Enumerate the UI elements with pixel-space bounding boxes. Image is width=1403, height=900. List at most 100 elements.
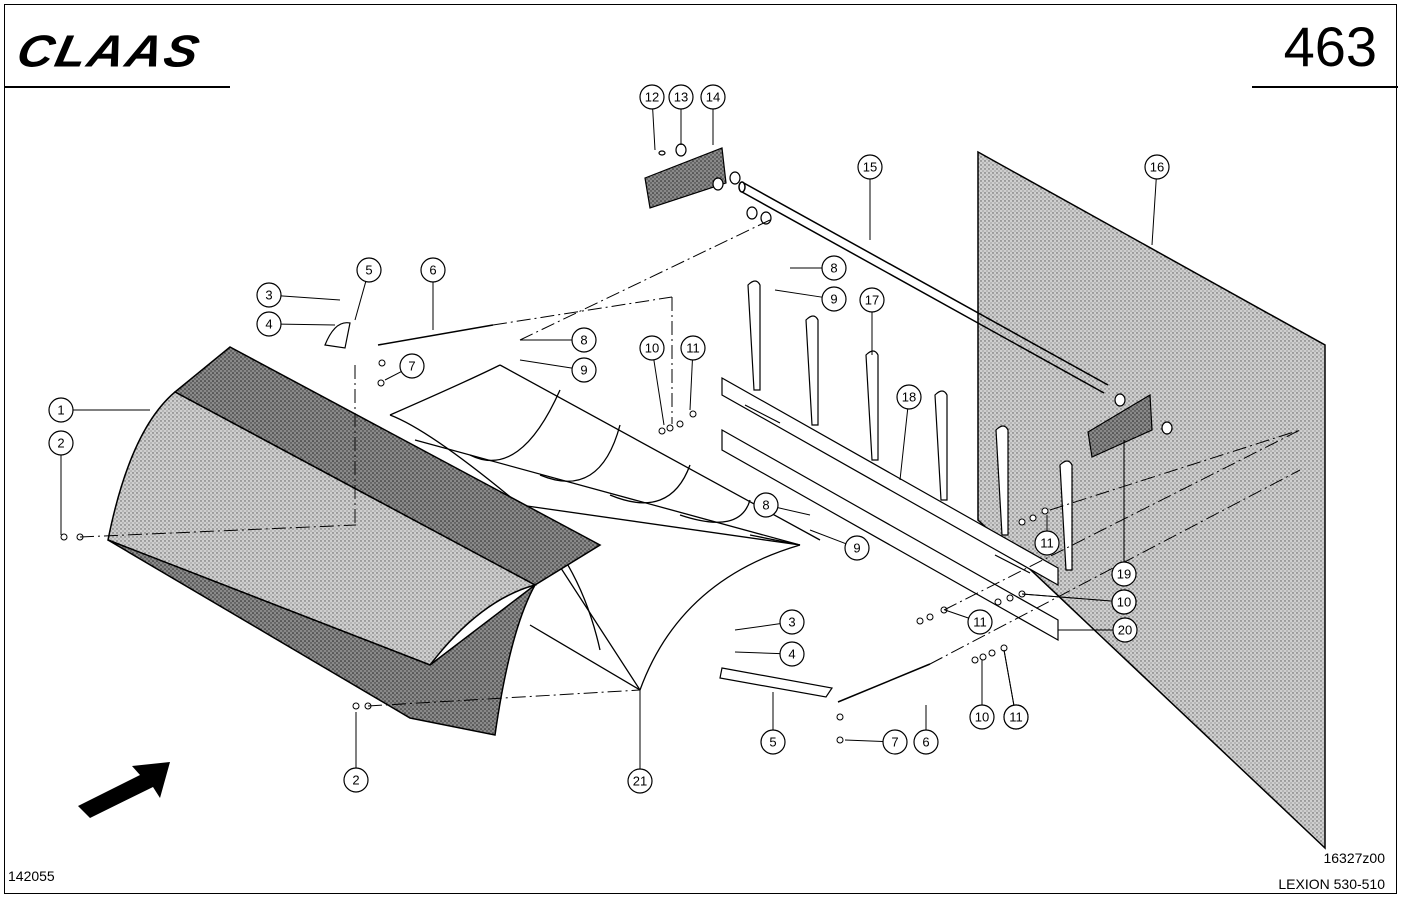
vertical-brackets-part	[747, 280, 1073, 571]
callout-circle	[256, 311, 282, 337]
front-cover-part	[107, 346, 602, 736]
callout-label: 4	[265, 317, 272, 332]
callout-circle	[639, 335, 665, 361]
callout-label: 16	[1150, 160, 1164, 175]
callout-label: 20	[1118, 623, 1132, 638]
callout-leader-line	[1151, 178, 1157, 246]
callout-leader-line	[519, 359, 573, 369]
callout-circle	[356, 257, 382, 283]
callout-circle	[571, 357, 597, 383]
callout-label: 14	[706, 90, 720, 105]
callout-label: 11	[1009, 710, 1023, 725]
callout-label: 10	[645, 341, 659, 356]
callout-circle	[1034, 530, 1060, 556]
callout-14: 14	[700, 84, 726, 145]
callout-label: 3	[265, 288, 272, 303]
callout-8: 8	[790, 255, 847, 281]
callout-label: 4	[788, 647, 795, 662]
callout-label: 1	[57, 403, 64, 418]
page-number-underline	[1252, 86, 1398, 88]
callout-leader-line	[689, 359, 693, 411]
callout-8: 8	[753, 492, 811, 518]
callout-7: 7	[384, 353, 425, 381]
callout-circle	[779, 609, 805, 635]
tie-rods	[377, 324, 931, 703]
rod-part	[738, 181, 1109, 394]
bracket-5-lower	[324, 322, 834, 698]
callout-6: 6	[913, 705, 939, 755]
callout-leader-line	[1003, 649, 1015, 706]
callout-label: 6	[922, 735, 929, 750]
callout-label: 2	[352, 773, 359, 788]
callout-11: 11	[1003, 649, 1029, 730]
callout-leader-line	[280, 323, 336, 326]
callout-16: 16	[1144, 154, 1170, 246]
callout-3: 3	[256, 282, 341, 308]
rear-panel-part	[977, 150, 1326, 850]
callout-label: 7	[891, 735, 898, 750]
callout-circle	[844, 535, 870, 561]
callout-circle	[779, 641, 805, 667]
callout-label: 21	[633, 774, 647, 789]
callout-label: 9	[580, 363, 587, 378]
callout-circle	[48, 430, 74, 456]
callout-circle	[1003, 704, 1029, 730]
callout-circle	[882, 729, 908, 755]
fasteners	[60, 359, 1049, 744]
callout-18: 18	[896, 384, 922, 481]
callout-circle	[420, 257, 446, 283]
callout-10: 10	[1021, 589, 1137, 615]
callout-10: 10	[639, 335, 665, 426]
rail-parts	[721, 376, 1059, 642]
callout-10: 10	[969, 660, 995, 730]
callout-11: 11	[1034, 515, 1060, 556]
callout-leader-line	[944, 609, 969, 619]
bracket-part-top	[644, 143, 772, 225]
callout-13: 13	[668, 84, 694, 145]
callout-circle	[700, 84, 726, 110]
callout-leader-line	[652, 108, 656, 151]
bracket-part-right	[1087, 393, 1173, 458]
callout-circle	[399, 353, 425, 379]
callout-leader-line	[1021, 593, 1113, 602]
callout-8: 8	[520, 327, 597, 353]
callout-19: 19	[1111, 440, 1137, 587]
callout-11: 11	[680, 335, 706, 411]
callout-11: 11	[944, 609, 993, 635]
callout-label: 2	[57, 436, 64, 451]
callout-6: 6	[420, 257, 446, 330]
drawing-frame	[4, 4, 1397, 894]
callout-12: 12	[639, 84, 665, 151]
callout-label: 12	[645, 90, 659, 105]
callout-label: 3	[788, 615, 795, 630]
callout-label: 15	[863, 160, 877, 175]
callout-label: 9	[853, 541, 860, 556]
callout-leader-line	[280, 295, 341, 301]
callout-label: 9	[830, 292, 837, 307]
document-number: 142055	[8, 868, 55, 884]
callout-circle	[967, 609, 993, 635]
callout-9: 9	[774, 286, 847, 312]
callout-5: 5	[354, 257, 382, 321]
callout-leader-line	[777, 507, 811, 516]
callout-circle	[627, 768, 653, 794]
callout-circle	[1112, 617, 1138, 643]
callout-2: 2	[48, 430, 74, 535]
callout-circle	[913, 729, 939, 755]
callout-label: 8	[830, 261, 837, 276]
direction-arrow-icon	[78, 762, 170, 818]
callout-label: 11	[973, 615, 987, 630]
callout-label: 10	[975, 710, 989, 725]
callout-label: 11	[1040, 536, 1054, 551]
callout-circle	[760, 729, 786, 755]
callout-3: 3	[734, 609, 805, 635]
callout-4: 4	[256, 311, 336, 337]
callout-label: 5	[365, 263, 372, 278]
callout-label: 10	[1117, 595, 1131, 610]
callout-leader-line	[734, 651, 781, 655]
callout-circle	[821, 286, 847, 312]
callout-2: 2	[343, 712, 369, 793]
callout-circle	[639, 84, 665, 110]
callout-9: 9	[519, 357, 597, 383]
